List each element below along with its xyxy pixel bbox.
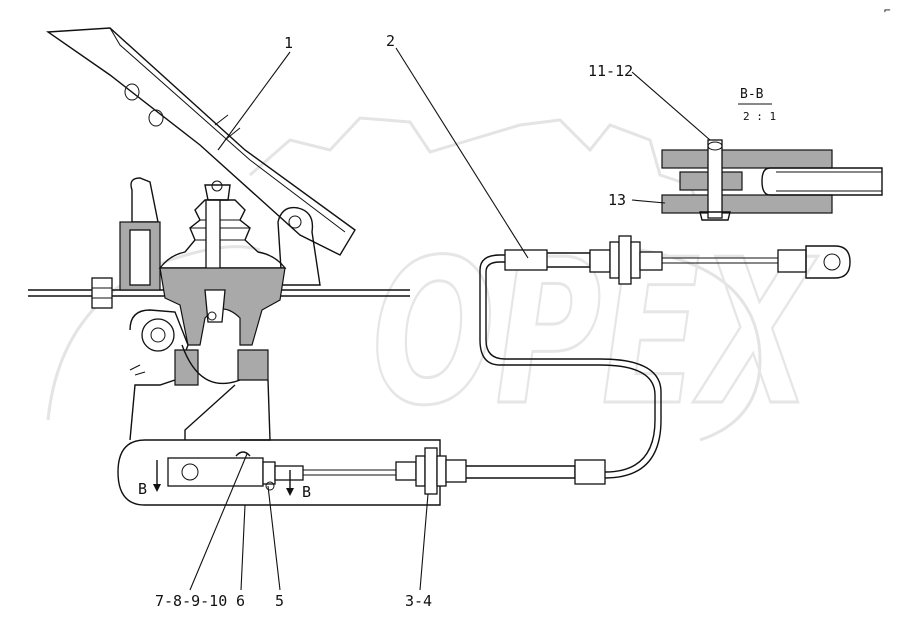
section-top-plate [661,149,833,169]
section-pin [707,139,723,219]
watermark-gear [249,116,702,211]
part-labels: 1 2 11-12 13 7-8-9-10 6 5 3-4 ⌐ [155,4,891,610]
pedal-plate [45,27,356,256]
label-part-2: 2 [386,32,395,50]
section-marker-left: B [138,480,147,498]
section-clevis-body [761,167,883,196]
pedal-hole-2 [148,109,164,127]
rod-clevis [204,184,231,201]
leader-13 [631,199,666,204]
base-bracket-outline [117,439,441,506]
label-part-6: 6 [236,592,245,610]
section-marker-right: B [302,483,311,501]
upper-nut-left [609,241,620,279]
lower-nut-right [436,455,447,487]
section-title: B-B [740,87,764,102]
leader-5 [267,485,281,591]
cable-end-fitting [274,465,304,481]
leader-2 [395,47,529,259]
label-part-11-12: 11-12 [588,62,633,80]
pedal-housing [158,180,287,346]
upper-nut-right [630,241,641,279]
bellcrank-left-arm [129,309,189,441]
section-scale: 2 : 1 [743,110,776,123]
label-part-3-4: 3-4 [405,592,432,610]
pedal-assembly [45,27,356,286]
leader-lines [189,47,711,591]
label-part-1: 1 [284,34,293,52]
lever-block [167,457,264,487]
upper-adjuster-sleeve [639,251,663,271]
pedal-hinge-bracket [277,206,321,286]
bellcrank-bushing-left [174,349,199,386]
pedal-stiffener [214,114,241,141]
lower-outer-sheath [466,465,576,479]
eye-end-shank [777,249,807,273]
floor-bolt-left [91,277,113,309]
lower-nut-left [415,455,426,487]
lower-ferrule [574,459,606,485]
leader-6 [240,504,246,591]
control-cable [303,235,851,495]
label-part-13: 13 [608,191,626,209]
section-pin-head [699,211,731,221]
lower-bracket [117,439,441,506]
bellcrank-diagonal [184,384,236,440]
spring-post-top [130,177,159,223]
label-part-5: 5 [275,592,284,610]
label-part-7-8-9-10: 7-8-9-10 [155,592,227,610]
cable-loop-outer [479,254,656,473]
leader-1 [217,51,291,151]
upper-bracket-plate [618,235,632,285]
pedal-hole-1 [124,83,140,101]
lower-adjuster-sleeve [395,461,417,481]
spring-post [119,177,161,291]
upper-ferrule [504,249,548,271]
pedal-hinge-pin [288,215,302,229]
lower-adjuster-body [445,459,467,483]
lower-bracket-plate [424,447,438,495]
upper-inner-wire [662,257,780,264]
eye-end [805,245,851,279]
bellcrank-bushing-right [237,349,269,381]
corner-mark: ⌐ [884,4,891,17]
pedal-plate-edge [109,27,346,233]
section-markers: B B [138,460,311,501]
bellcrank [129,309,271,441]
watermark-arc-right [639,248,762,442]
clevis-5 [262,461,276,485]
bellcrank-pivot [141,318,175,352]
leader-3-4 [419,493,429,591]
section-bb-view: B-B 2 : 1 [661,87,883,221]
rubber-boot [158,199,287,269]
leader-7-8-9-10 [189,453,248,591]
section-bottom-plate [661,194,833,214]
bellcrank-right-leg [240,379,271,441]
cable-loop-inner [485,261,662,479]
upper-adjuster-body [589,249,611,273]
lever-pin [235,451,251,457]
leader-11-12 [631,71,711,141]
